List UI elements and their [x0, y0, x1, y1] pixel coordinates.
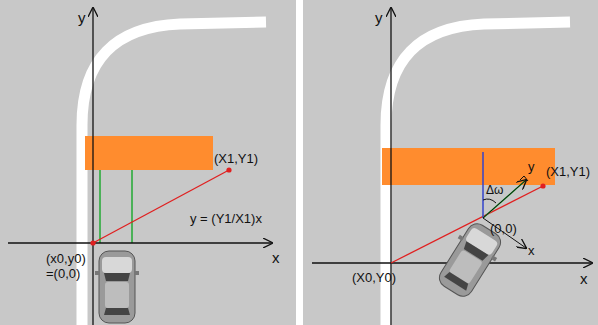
equation-label: y = (Y1/X1)x	[190, 212, 262, 225]
origin-label: (0,0)	[490, 222, 517, 235]
axis-label: y	[375, 10, 383, 25]
origin-label: (x0,y0)	[46, 252, 86, 265]
car-axis-label: y	[528, 160, 535, 173]
car-axis-label: x	[528, 244, 535, 257]
point-label: (X1,Y1)	[546, 165, 590, 178]
axis-label: x	[272, 250, 280, 265]
axis-label: x	[580, 271, 588, 286]
origin-label: =(0,0)	[46, 267, 80, 280]
angle-label: Δω	[486, 184, 503, 196]
origin-label: (X0,Y0)	[352, 271, 396, 284]
axis-label: y	[78, 10, 86, 25]
point-label: (X1,Y1)	[214, 152, 258, 165]
